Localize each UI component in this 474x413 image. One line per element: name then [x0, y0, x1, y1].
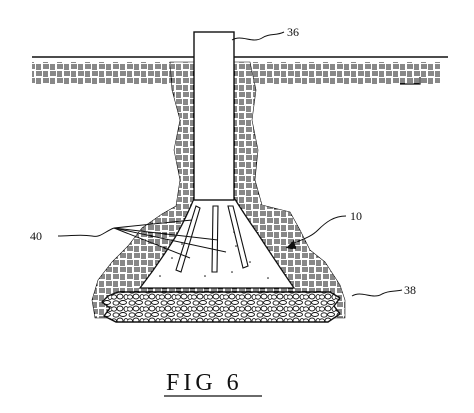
surface-bracket	[400, 77, 421, 85]
concrete-stipple	[159, 225, 269, 279]
fastener-rods	[175, 205, 249, 273]
soil-surface-band	[32, 62, 440, 84]
label-post: 36	[287, 25, 299, 39]
arrow-10	[286, 240, 296, 249]
leader-36	[231, 31, 285, 41]
gravel-base	[100, 291, 342, 323]
figure-caption: FIG 6	[166, 370, 243, 396]
label-fasteners: 40	[30, 229, 42, 243]
leader-10	[291, 215, 347, 245]
label-base: 38	[404, 283, 416, 297]
leader-38	[351, 289, 403, 297]
leader-40	[57, 219, 227, 259]
post	[193, 31, 235, 201]
label-footing: 10	[350, 209, 362, 223]
